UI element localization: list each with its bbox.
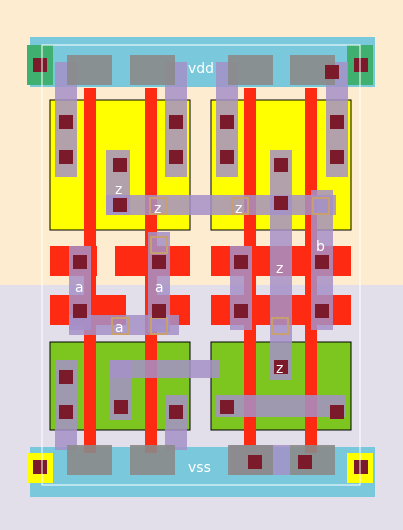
label-a-2: a <box>155 280 164 296</box>
label-z-3: z <box>235 201 242 217</box>
via-layer <box>111 197 330 335</box>
rail-contact-pads <box>67 55 335 475</box>
cell-boundary <box>41 44 361 486</box>
label-z-4: z <box>276 261 283 277</box>
label-vss: vss <box>188 460 211 476</box>
label-a-3: a <box>115 320 124 336</box>
label-a-1: a <box>75 280 84 296</box>
label-z-1: z <box>115 182 122 198</box>
label-vdd: vdd <box>188 61 214 77</box>
contact-layer <box>33 58 368 474</box>
label-z-2: z <box>154 201 161 217</box>
label-z-5: z <box>276 361 283 377</box>
label-b: b <box>316 239 325 255</box>
